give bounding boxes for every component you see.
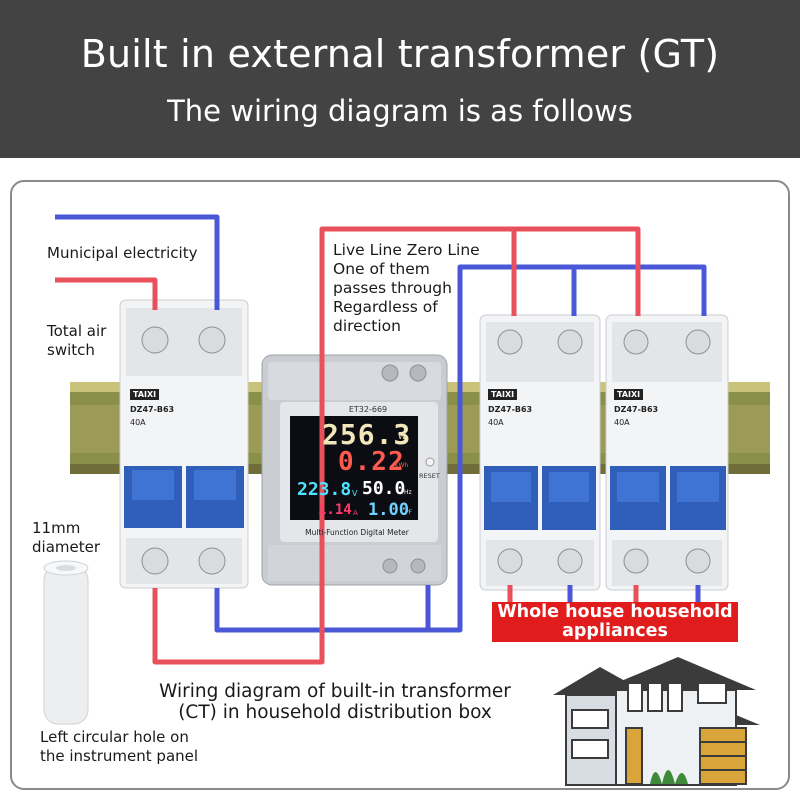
meter-voltage-unit: V [352, 489, 358, 498]
meter-current-value: 1.14 [318, 502, 352, 518]
main-breaker-rating: 40A [130, 418, 146, 427]
main-breaker-model: DZ47-B63 [130, 405, 175, 414]
label-live-zero-line: Live Line Zero Line One of them passes t… [333, 241, 480, 335]
label-municipal-electricity: Municipal electricity [47, 244, 198, 262]
appliances-banner: Whole house household appliances [492, 602, 738, 642]
neutral-wires [55, 214, 707, 633]
meter-current-unit: A [353, 509, 358, 517]
meter-pf-unit: PF [405, 509, 413, 516]
meter-caption: Multi-Function Digital Meter [305, 528, 409, 537]
branch-breaker-2 [605, 314, 729, 591]
appliance-wires [507, 585, 701, 603]
branch-breaker-2-model: DZ47-B63 [614, 405, 659, 414]
meter-reset-label: RESET [419, 472, 440, 480]
meter-frequency-value: 50.0 [362, 478, 406, 499]
label-total-air-switch: Total air switch [47, 322, 107, 359]
branch-breaker-1-model: DZ47-B63 [488, 405, 533, 414]
branch-breaker-1-brand: TAIXI [488, 389, 518, 400]
meter-power-value: 256.3 [322, 418, 412, 451]
label-circular-hole: Left circular hole on the instrument pan… [40, 728, 199, 765]
branch-breaker-2-rating: 40A [614, 418, 630, 427]
branch-breaker-1-rating: 40A [488, 418, 504, 427]
meter-voltage-value: 223.8 [297, 479, 352, 500]
diagram-caption: Wiring diagram of built-in transformer (… [159, 681, 511, 723]
branch-breaker-1 [479, 314, 601, 591]
meter-frequency-unit: Hz [404, 489, 412, 496]
meter-energy-unit: kWh [395, 462, 409, 469]
main-breaker [119, 299, 249, 589]
meter-model: ET32-669 [348, 405, 388, 414]
page-subtitle: The wiring diagram is as follows [167, 94, 633, 128]
ct-tube [43, 560, 89, 725]
page-title: Built in external transformer (GT) [80, 32, 720, 76]
meter-power-unit: W [398, 432, 406, 441]
label-diameter: 11mm diameter [32, 519, 100, 556]
main-breaker-brand: TAIXI [130, 389, 160, 400]
branch-breaker-2-brand: TAIXI [614, 389, 644, 400]
meter-pf-value: 1.00 [368, 500, 409, 520]
house-icon [553, 657, 760, 786]
live-wires [55, 226, 641, 665]
header-banner: Built in external transformer (GT) The w… [0, 0, 800, 158]
meter-energy-value: 0.22 [338, 447, 405, 477]
